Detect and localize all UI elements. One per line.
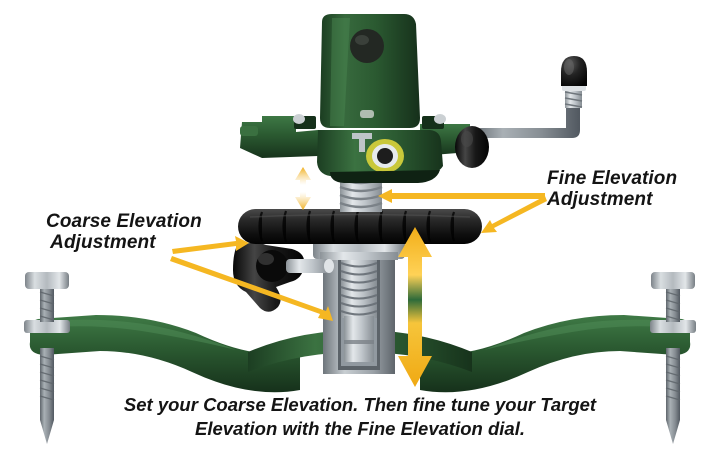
head-nub-left xyxy=(240,126,258,136)
thumbscrew-left-head xyxy=(25,272,69,289)
instruction-caption: Set your Coarse Elevation. Then fine tun… xyxy=(0,393,720,440)
coarse-pin-cap xyxy=(324,259,334,273)
coarse-travel-arrow xyxy=(398,227,432,387)
coarse-adjustment-pin xyxy=(286,259,330,273)
collar-lip xyxy=(320,252,398,260)
crank-stem-threads xyxy=(564,91,583,108)
washer-right xyxy=(650,320,696,333)
leader-fine-to-dial xyxy=(481,196,547,233)
dial-highlight xyxy=(249,213,471,218)
inner-post-shadow xyxy=(344,340,374,344)
spike-left-threads xyxy=(39,355,55,401)
crank-handle-assembly[interactable] xyxy=(455,56,587,168)
fine-annotation-line1: Fine Elevation xyxy=(547,168,678,189)
crank-handle[interactable] xyxy=(470,104,580,138)
leader-coarse-to-cutaway xyxy=(170,256,333,321)
t-bracket xyxy=(352,133,372,152)
coarse-thread-cutaway xyxy=(340,258,378,318)
crank-hub-gloss xyxy=(461,131,473,147)
head-port-gloss xyxy=(355,35,369,45)
foot-right xyxy=(650,272,696,444)
tab-left-bolt xyxy=(293,114,305,124)
coarse-adjustment-assembly[interactable] xyxy=(233,242,334,312)
crank-knob-gloss xyxy=(564,59,574,75)
thumbscrew-left-threads xyxy=(39,291,55,321)
crank-hub[interactable] xyxy=(455,126,489,168)
washer-left xyxy=(24,320,70,333)
thumbscrew-right-threads xyxy=(665,291,681,321)
tab-right-bolt xyxy=(434,114,446,124)
head-port xyxy=(350,29,384,63)
head-under-shadow xyxy=(330,170,440,183)
column-cutaway xyxy=(313,233,405,374)
ring-port-hole xyxy=(377,148,393,164)
coarse-knob-hub-gloss xyxy=(258,253,274,265)
dial-ribs xyxy=(258,210,456,243)
leader-coarse-to-knob xyxy=(172,236,249,254)
fine-travel-arrow xyxy=(295,167,311,210)
thumbscrew-right-head xyxy=(651,272,695,289)
fine-elevation-dial[interactable] xyxy=(238,209,482,244)
leader-arrows xyxy=(170,189,547,321)
coarse-elevation-annotation: Coarse Elevation Adjustment xyxy=(46,211,202,254)
upper-head xyxy=(320,14,420,128)
cross-bar xyxy=(240,116,318,158)
spike-left-tip xyxy=(40,420,54,444)
caption-line2: Elevation with the Fine Elevation dial. xyxy=(195,417,525,439)
leg-left xyxy=(29,315,300,393)
spike-left xyxy=(40,348,54,420)
head-slot xyxy=(360,110,374,118)
spike-right xyxy=(666,348,680,420)
fine-annotation-line2: Adjustment xyxy=(547,189,653,211)
spike-right-threads xyxy=(665,355,681,401)
coarse-annotation-line2: Adjustment xyxy=(50,232,156,254)
upper-head-assembly xyxy=(240,14,470,183)
leader-fine-to-screw xyxy=(378,189,545,203)
fine-elevation-annotation: Fine Elevation Adjustment xyxy=(547,168,677,211)
upper-head-gloss xyxy=(330,18,350,126)
inner-post xyxy=(344,316,374,362)
caption-line1: Set your Coarse Elevation. Then fine tun… xyxy=(123,394,597,415)
coarse-annotation-line1: Coarse Elevation xyxy=(46,211,202,232)
spike-right-tip xyxy=(666,420,680,444)
leg-right xyxy=(420,315,691,393)
foot-left xyxy=(24,272,70,444)
